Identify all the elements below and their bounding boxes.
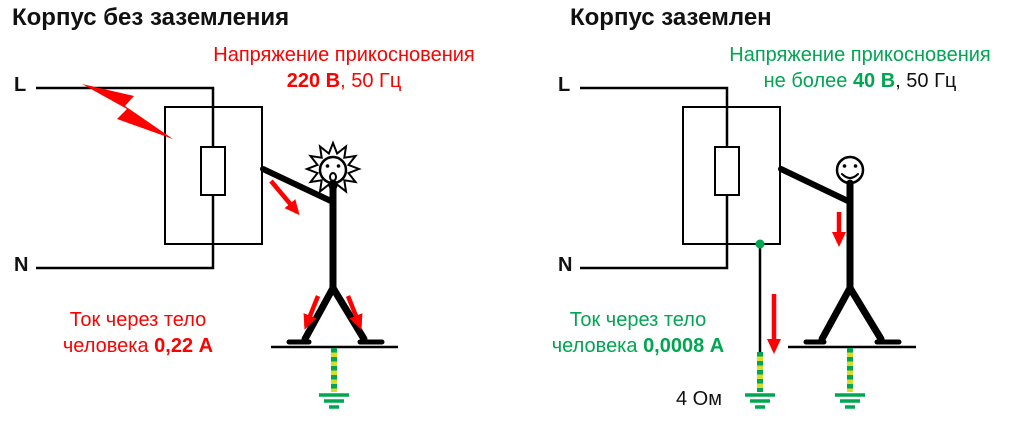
resistor-element: [200, 146, 226, 196]
touch-voltage-suffix: , 50 Гц: [895, 70, 957, 92]
body-current-prefix: человека: [551, 335, 644, 357]
earth-ground-icon: [835, 393, 865, 409]
resistor-element: [714, 146, 740, 196]
ground-connection-dot: [755, 239, 765, 249]
person-eye: [325, 164, 330, 168]
body-current-line2: человека 0,22 А: [28, 333, 248, 359]
phase-label-left: L: [14, 74, 27, 96]
touch-voltage-caption-left: Напряжение прикосновения 220 В, 50 Гц: [186, 42, 502, 94]
body-current-line2: человека 0,0008 А: [524, 333, 752, 359]
safe-person-figure: [778, 155, 902, 345]
shocked-person-figure: [260, 140, 385, 345]
person-head: [835, 155, 865, 185]
earth-ground-icon: [745, 393, 775, 409]
body-current-value: 0,0008 А: [643, 335, 725, 357]
person-arm: [778, 166, 853, 205]
person-eye: [842, 164, 847, 168]
body-current-caption-left: Ток через тело человека 0,22 А: [28, 307, 248, 359]
touch-voltage-line1: Напряжение прикосновения: [729, 44, 991, 66]
body-current-caption-right: Ток через тело человека 0,0008 А: [524, 307, 752, 359]
touch-voltage-caption-right: Напряжение прикосновения не более 40 В, …: [702, 42, 1018, 94]
right-wires: [580, 86, 729, 270]
neutral-label-right: N: [558, 254, 573, 276]
touch-voltage-line1: Напряжение прикосновения: [213, 44, 475, 66]
body-current-prefix: человека: [62, 335, 155, 357]
touch-voltage-prefix: не более: [763, 70, 853, 92]
person-leg: [846, 284, 885, 343]
body-current-line1: Ток через тело: [569, 309, 707, 331]
right-circuit: [580, 86, 916, 409]
left-panel-title: Корпус без заземления: [12, 4, 290, 31]
touch-voltage-line2: не более 40 В, 50 Гц: [702, 68, 1018, 94]
person-leg: [329, 284, 368, 343]
person-leg: [818, 284, 854, 343]
earth-ground-icon: [319, 393, 349, 409]
touch-voltage-line2: 220 В, 50 Гц: [186, 68, 502, 94]
neutral-label-left: N: [14, 254, 29, 276]
neutral-wire: [36, 195, 215, 270]
person-eye: [336, 164, 341, 168]
person-smile: [841, 173, 859, 179]
current-arrow: [345, 295, 363, 330]
device-housing: [164, 106, 263, 245]
ground-resistance-label: 4 Ом: [676, 388, 722, 410]
person-head: [318, 155, 348, 185]
lightning-icon: [82, 84, 173, 139]
left-circuit: [36, 84, 398, 409]
body-current-value: 0,22 А: [154, 335, 214, 357]
person-eye: [853, 164, 858, 168]
touch-voltage-suffix: , 50 Гц: [340, 70, 402, 92]
phase-label-right: L: [558, 74, 571, 96]
phase-wire: [580, 86, 729, 147]
left-current-arrows: [269, 179, 363, 330]
touch-voltage-value: 40 В: [852, 70, 896, 92]
person-arm: [260, 166, 336, 205]
neutral-wire: [580, 195, 729, 270]
body-current-line1: Ток через тело: [69, 309, 207, 331]
device-housing: [682, 106, 781, 245]
touch-voltage-value: 220 В: [286, 70, 341, 92]
right-panel-title: Корпус заземлен: [570, 4, 772, 31]
current-arrow: [303, 295, 321, 330]
current-arrow: [269, 179, 300, 216]
person-leg: [301, 284, 337, 343]
